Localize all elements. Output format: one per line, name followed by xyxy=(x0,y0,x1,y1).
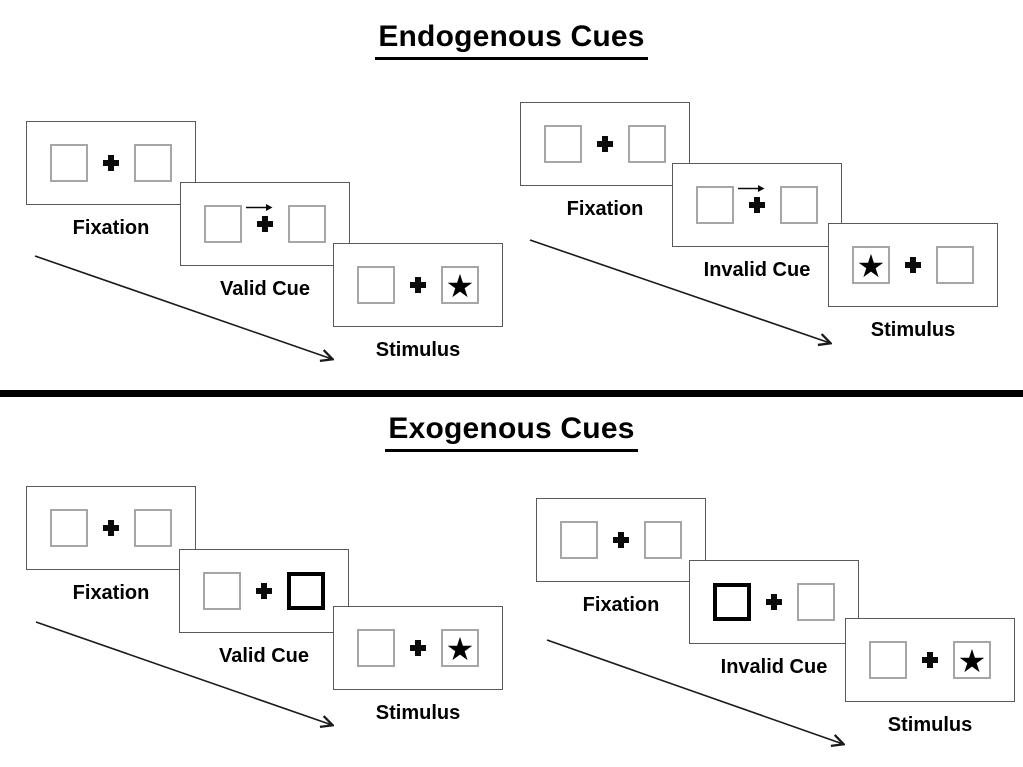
fixation-cross-bar xyxy=(257,221,273,227)
fixation-cross-bar xyxy=(905,262,921,268)
placeholder-box-left xyxy=(560,521,598,559)
panel-label: Stimulus xyxy=(375,339,461,361)
panel-label: Valid Cue xyxy=(219,278,311,300)
timeline-arrow-icon xyxy=(34,255,332,359)
fixation-cross-icon xyxy=(766,594,782,610)
placeholder-box-left xyxy=(696,186,734,224)
star-icon: ★ xyxy=(957,642,987,680)
section-title-exogenous: Exogenous Cues xyxy=(0,412,1023,452)
cue-direction-arrow-icon xyxy=(738,185,765,192)
fixation-cross-icon xyxy=(738,185,765,213)
placeholder-box-right xyxy=(288,205,326,243)
fixation-cross-bar xyxy=(613,537,629,543)
placeholder-box-right xyxy=(628,125,666,163)
screen-panel-endogenous-valid-valid-cue xyxy=(180,182,350,266)
timeline-arrow-icon xyxy=(529,239,830,343)
section-title-text: Exogenous Cues xyxy=(385,412,638,452)
star-icon: ★ xyxy=(445,267,475,305)
stimulus-star-box-left: ★ xyxy=(852,246,890,284)
screen-panel-endogenous-invalid-invalid-cue xyxy=(672,163,842,247)
placeholder-box-right xyxy=(936,246,974,284)
screen-panel-exogenous-valid-fixation xyxy=(26,486,196,570)
fixation-cross-icon xyxy=(103,520,119,536)
panel-label: Stimulus xyxy=(887,714,973,736)
stimulus-star-box-right: ★ xyxy=(441,629,479,667)
placeholder-box-right xyxy=(797,583,835,621)
placeholder-box-left xyxy=(204,205,242,243)
screen-panel-endogenous-invalid-stimulus: ★ xyxy=(828,223,998,307)
panel-label: Fixation xyxy=(566,198,644,220)
panel-label: Fixation xyxy=(72,217,150,239)
fixation-cross-bar xyxy=(597,141,613,147)
fixation-cross-bar xyxy=(766,599,782,605)
placeholder-box-right xyxy=(644,521,682,559)
timeline-arrow-icon xyxy=(35,621,332,725)
fixation-cross-icon xyxy=(922,652,938,668)
cue-highlight-box-right xyxy=(287,572,325,610)
placeholder-box-left xyxy=(357,629,395,667)
screen-panel-endogenous-valid-fixation xyxy=(26,121,196,205)
screen-panel-endogenous-valid-stimulus: ★ xyxy=(333,243,503,327)
screen-panel-exogenous-invalid-invalid-cue xyxy=(689,560,859,644)
fixation-cross-bar xyxy=(749,202,765,208)
fixation-cross-icon xyxy=(410,640,426,656)
section-title-endogenous: Endogenous Cues xyxy=(0,20,1023,60)
panel-label: Stimulus xyxy=(375,702,461,724)
fixation-cross-bar xyxy=(103,525,119,531)
placeholder-box-left xyxy=(50,144,88,182)
section-title-text: Endogenous Cues xyxy=(375,20,648,60)
screen-panel-exogenous-valid-valid-cue xyxy=(179,549,349,633)
fixation-cross-icon xyxy=(256,583,272,599)
placeholder-box-left xyxy=(869,641,907,679)
fixation-cross-bar xyxy=(410,282,426,288)
stimulus-star-box-right: ★ xyxy=(441,266,479,304)
panel-label: Invalid Cue xyxy=(703,259,811,281)
cue-direction-arrow-icon xyxy=(246,204,273,211)
fixation-cross-icon xyxy=(905,257,921,273)
placeholder-box-right xyxy=(134,144,172,182)
screen-panel-exogenous-invalid-stimulus: ★ xyxy=(845,618,1015,702)
placeholder-box-right xyxy=(780,186,818,224)
section-divider xyxy=(0,390,1023,397)
panel-label: Valid Cue xyxy=(218,645,310,667)
fixation-cross-bar xyxy=(922,657,938,663)
fixation-cross-bar xyxy=(410,645,426,651)
panel-label: Fixation xyxy=(72,582,150,604)
placeholder-box-right xyxy=(134,509,172,547)
fixation-cross-bar xyxy=(103,160,119,166)
fixation-cross-icon xyxy=(246,204,273,232)
fixation-cross-icon xyxy=(410,277,426,293)
panel-label: Fixation xyxy=(582,594,660,616)
fixation-cross-icon xyxy=(613,532,629,548)
screen-panel-exogenous-valid-stimulus: ★ xyxy=(333,606,503,690)
panel-label: Stimulus xyxy=(870,319,956,341)
cue-highlight-box-left xyxy=(713,583,751,621)
stimulus-star-box-right: ★ xyxy=(953,641,991,679)
placeholder-box-left xyxy=(544,125,582,163)
fixation-cross-bar xyxy=(256,588,272,594)
fixation-cross-icon xyxy=(597,136,613,152)
screen-panel-exogenous-invalid-fixation xyxy=(536,498,706,582)
placeholder-box-left xyxy=(357,266,395,304)
placeholder-box-left xyxy=(50,509,88,547)
fixation-cross-icon xyxy=(103,155,119,171)
panel-label: Invalid Cue xyxy=(720,656,828,678)
screen-panel-endogenous-invalid-fixation xyxy=(520,102,690,186)
star-icon: ★ xyxy=(856,247,886,285)
star-icon: ★ xyxy=(445,630,475,668)
placeholder-box-left xyxy=(203,572,241,610)
